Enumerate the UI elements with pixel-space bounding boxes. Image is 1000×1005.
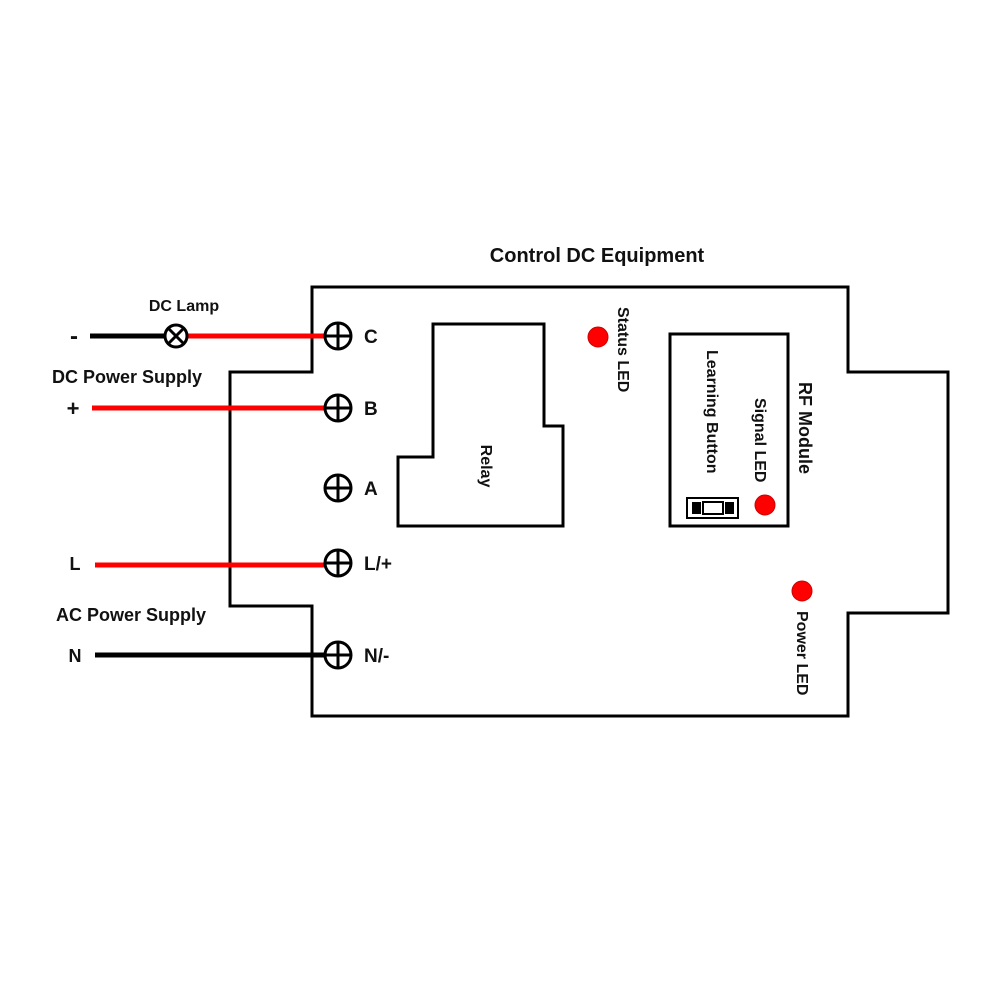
terminal-b-label: B	[364, 399, 378, 420]
learning-button-icon	[686, 497, 739, 519]
status-led-icon	[587, 326, 609, 348]
power-led-label: Power LED	[793, 611, 810, 695]
power-led-icon	[791, 580, 813, 602]
relay-block	[396, 322, 565, 528]
learning-button-label: Learning Button	[703, 350, 720, 474]
relay-label: Relay	[477, 445, 494, 488]
terminal-l-icon	[323, 548, 353, 578]
signal-led-icon	[754, 494, 776, 516]
terminal-n-label: N/-	[364, 646, 389, 667]
terminal-c-icon	[323, 321, 353, 351]
terminal-n-icon	[323, 640, 353, 670]
terminal-b-icon	[323, 393, 353, 423]
dc-minus-label: -	[70, 323, 78, 350]
ac-power-supply-label: AC Power Supply	[56, 605, 206, 625]
terminal-a-label: A	[364, 479, 378, 500]
diagram-title: Control DC Equipment	[490, 245, 705, 267]
dc-lamp-label: DC Lamp	[149, 298, 219, 315]
rf-module-label: RF Module	[795, 382, 815, 474]
ac-n-label: N	[69, 646, 82, 666]
terminal-a-icon	[323, 473, 353, 503]
dc-power-supply-label: DC Power Supply	[52, 367, 202, 387]
controller-housing	[228, 285, 950, 718]
ac-l-label: L	[70, 554, 81, 574]
rf-module-block	[668, 332, 790, 528]
terminal-l-label: L/+	[364, 554, 392, 575]
dc-plus-label: +	[67, 396, 80, 421]
terminal-c-label: C	[364, 327, 378, 348]
dc-lamp-icon	[163, 323, 189, 349]
signal-led-label: Signal LED	[751, 398, 768, 482]
status-led-label: Status LED	[614, 307, 631, 392]
